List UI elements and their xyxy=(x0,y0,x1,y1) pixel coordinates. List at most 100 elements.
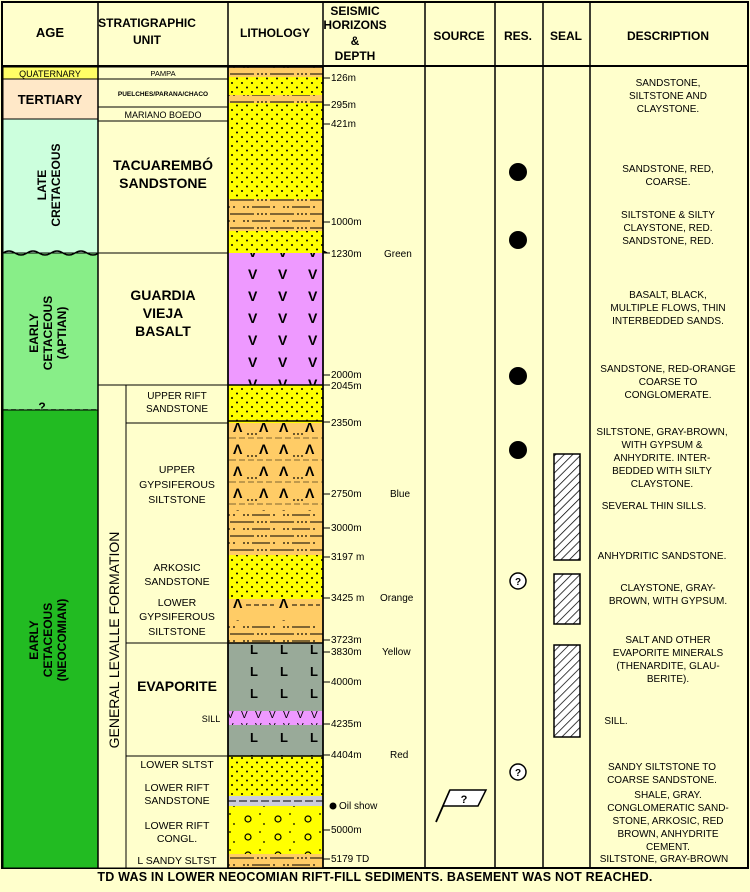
svg-text:CRETACEOUS: CRETACEOUS xyxy=(49,143,63,226)
lithology-column xyxy=(227,66,324,869)
unit-puelches-label: PUELCHES/PARANA/CHACO xyxy=(118,91,208,98)
age-early-neocomian-label: EARLY CETACEOUS (NEOCOMIAN) xyxy=(27,599,69,682)
svg-text:CETACEOUS: CETACEOUS xyxy=(41,603,55,677)
formation-strip xyxy=(97,384,127,869)
depth-4235: 4235m xyxy=(331,719,362,730)
horizon-green: Green xyxy=(384,249,412,260)
depth-4404: 4404m xyxy=(331,750,362,761)
reservoir-dot-2 xyxy=(509,231,527,249)
reservoir-dot-1 xyxy=(509,163,527,181)
unit-lower-gyp-l2: GYPSIFEROUS xyxy=(139,611,215,623)
age-boundary-query: ? xyxy=(38,400,45,414)
unit-tacuarembo-l2: SANDSTONE xyxy=(119,175,207,191)
horizon-orange: Orange xyxy=(380,593,414,604)
depth-126: 126m xyxy=(331,73,356,84)
unit-tacuarembo xyxy=(97,120,229,254)
svg-text:?: ? xyxy=(461,794,468,806)
oil-show-label: Oil show xyxy=(339,801,378,812)
svg-text:SEVERAL THIN SILLS.: SEVERAL THIN SILLS. xyxy=(602,501,707,512)
unit-upper-gyp-l2: GYPSIFEROUS xyxy=(139,479,215,491)
formation-label: GENERAL LEVALLE FORMATION xyxy=(106,532,122,749)
depth-3197: 3197 m xyxy=(331,552,364,563)
depth-421: 421m xyxy=(331,119,356,130)
unit-upper-gyp-l1: UPPER xyxy=(159,464,196,476)
unit-lower-congl-l1: LOWER RIFT xyxy=(145,820,210,832)
horizon-yellow: Yellow xyxy=(382,647,411,658)
unit-upper-rift-l2: SANDSTONE xyxy=(146,404,208,415)
source-flag-icon: ? xyxy=(435,789,488,823)
unit-evaporite-label: EVAPORITE xyxy=(137,678,217,694)
unit-guardia-l3: BASALT xyxy=(135,323,191,339)
depth-2350: 2350m xyxy=(331,418,362,429)
unit-lower-block xyxy=(125,755,229,869)
unit-gyp-block xyxy=(125,422,229,644)
unit-lower-gyp-l3: SILTSTONE xyxy=(148,626,205,638)
header-source: SOURCE xyxy=(433,29,484,43)
header-seismic-3: & xyxy=(351,34,360,48)
oil-show-dot xyxy=(329,802,337,810)
svg-text:(APTIAN): (APTIAN) xyxy=(55,307,69,360)
unit-guardia-vieja xyxy=(97,252,229,386)
unit-guardia-l1: GUARDIA xyxy=(130,287,195,303)
seal-bar-2 xyxy=(553,573,581,625)
age-early-aptian xyxy=(2,252,99,411)
svg-text:SILTSTONE, GRAY-BROWN,WITH GYP: SILTSTONE, GRAY-BROWN,WITH GYPSUM &ANHYD… xyxy=(596,427,727,490)
svg-text:BASALT, BLACK,MULTIPLE FLOWS,: BASALT, BLACK,MULTIPLE FLOWS, THININTERB… xyxy=(610,290,725,327)
unit-upper-rift-l1: UPPER RIFT xyxy=(147,391,206,402)
svg-text:ANHYDRITIC SANDSTONE.: ANHYDRITIC SANDSTONE. xyxy=(598,551,727,562)
depth-ticks xyxy=(323,77,330,860)
seal-bar-1 xyxy=(553,453,581,561)
svg-text:SANDSTONE, RED,COARSE.: SANDSTONE, RED,COARSE. xyxy=(622,164,714,188)
header-seal: SEAL xyxy=(550,29,582,43)
svg-text:SHALE, GRAY.CONGLOMERATIC SAND: SHALE, GRAY.CONGLOMERATIC SAND-STONE, AR… xyxy=(607,790,729,853)
age-late-cretaceous-label: LATE CRETACEOUS xyxy=(35,143,63,226)
svg-text:SILTSTONE, GRAY-BROWN: SILTSTONE, GRAY-BROWN xyxy=(600,854,729,865)
depth-4000: 4000m xyxy=(331,677,362,688)
age-early-neocomian xyxy=(2,409,99,869)
header-description: DESCRIPTION xyxy=(627,29,709,43)
horizon-red: Red xyxy=(390,750,408,761)
unit-upper-gyp-l3: SILTSTONE xyxy=(148,494,205,506)
unit-mariano-boedo-label: MARIANO BOEDO xyxy=(124,110,201,120)
column-dividers xyxy=(97,2,591,868)
header-seismic-1: SEISMIC xyxy=(330,4,380,18)
depth-2000: 2000m xyxy=(331,370,362,381)
age-tertiary-label: TERTIARY xyxy=(18,92,83,107)
unit-l-sandy-sltst: L SANDY SLTST xyxy=(137,855,217,867)
header-res: RES. xyxy=(504,29,532,43)
depth-3425: 3425 m xyxy=(331,593,364,604)
horizon-blue: Blue xyxy=(390,489,410,500)
header-seismic-4: DEPTH xyxy=(335,49,376,63)
svg-text:CLAYSTONE, GRAY-BROWN, WITH GY: CLAYSTONE, GRAY-BROWN, WITH GYPSUM. xyxy=(609,583,727,607)
unit-sill-label: SILL xyxy=(202,714,221,724)
unit-lower-gyp-l1: LOWER xyxy=(158,597,197,609)
depth-295: 295m xyxy=(331,100,356,111)
unit-lower-sltst: LOWER SLTST xyxy=(140,759,214,771)
depth-5179: 5179 TD xyxy=(331,854,369,865)
seal-bar-3 xyxy=(553,644,581,738)
header-unit-line1: STRATIGRAPHIC xyxy=(98,16,196,30)
age-late-cretaceous xyxy=(2,118,99,254)
unit-upper-rift xyxy=(125,384,229,424)
reservoir-query-1 xyxy=(509,572,527,590)
age-early-aptian-label: EARLY CETACEOUS (APTIAN) xyxy=(27,296,69,370)
footer-note: TD WAS IN LOWER NEOCOMIAN RIFT-FILL SEDI… xyxy=(97,870,653,884)
age-tertiary xyxy=(2,78,99,120)
unit-lower-rift-l1: LOWER RIFT xyxy=(145,782,210,794)
depth-3000: 3000m xyxy=(331,523,362,534)
svg-text:EARLY: EARLY xyxy=(27,620,41,660)
stratigraphic-column: Λ Λ Λ V L V xyxy=(1,1,749,869)
depth-3830: 3830m xyxy=(331,647,362,658)
age-quaternary-label: QUATERNARY xyxy=(19,69,81,79)
depth-1230: 1230m xyxy=(331,249,362,260)
unit-guardia-l2: VIEJA xyxy=(143,305,183,321)
depth-3723: 3723m xyxy=(331,635,362,646)
header-row xyxy=(1,1,749,67)
depth-2750: 2750m xyxy=(331,489,362,500)
reservoir-dot-3 xyxy=(509,367,527,385)
